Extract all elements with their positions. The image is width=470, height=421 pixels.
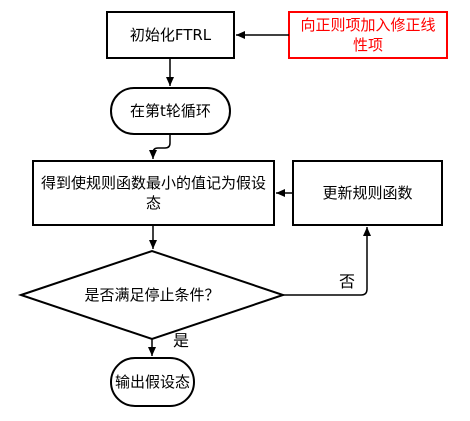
- loop-label: 在第t轮循环: [130, 101, 211, 120]
- add-reg-box: [288, 11, 448, 59]
- edge-decision-to-update: [283, 227, 371, 296]
- init-box: [106, 11, 235, 59]
- get-min-box: [32, 160, 275, 226]
- output-label: 输出假设态: [114, 372, 190, 391]
- yes-edge-label: 是: [172, 331, 189, 351]
- get-min-label: 得到使规则函数最小的值记为假设态: [40, 173, 266, 212]
- decision-label: 是否满足停止条件？: [84, 285, 220, 304]
- no-edge-label: 否: [338, 272, 355, 292]
- output-box: [110, 357, 195, 407]
- init-label: 初始化FTRL: [129, 25, 212, 44]
- edge-loop-to-get-min: [149, 134, 171, 159]
- update-label: 更新规则函数: [322, 183, 413, 202]
- add-reg-label: 向正则项加入修正线性项: [300, 15, 436, 54]
- update-box: [292, 160, 443, 226]
